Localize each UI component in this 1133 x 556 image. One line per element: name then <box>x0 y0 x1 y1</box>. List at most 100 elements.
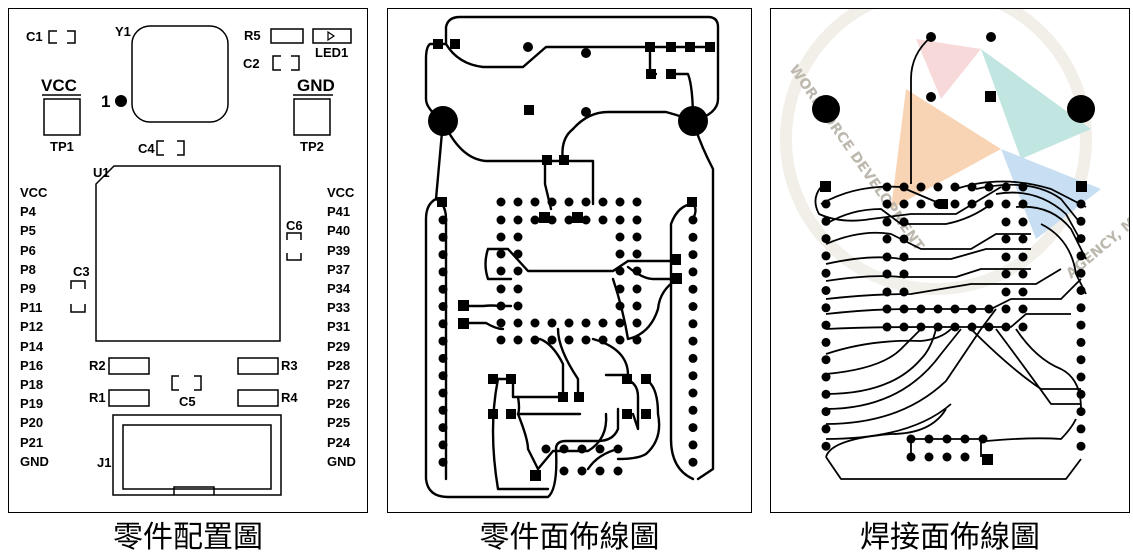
socket-hole <box>615 335 625 345</box>
socket-hole <box>632 249 642 259</box>
header-hole <box>688 388 698 398</box>
left-pin-label: P20 <box>20 415 44 431</box>
socket-hole <box>916 182 926 192</box>
socket-hole <box>632 318 642 328</box>
right-pin-label: GND <box>327 453 356 469</box>
socket-hole <box>1018 287 1028 297</box>
socket-hole <box>513 284 523 294</box>
socket-hole <box>967 322 977 332</box>
socket-hole <box>547 318 557 328</box>
header-hole <box>1076 303 1086 313</box>
left-pin-label: P16 <box>20 357 44 373</box>
socket-hole <box>899 252 909 262</box>
socket-hole <box>1001 252 1011 262</box>
socket-hole <box>899 217 909 227</box>
socket-hole <box>581 335 591 345</box>
right-pin-label: P33 <box>327 300 351 316</box>
connector-hole <box>942 452 952 462</box>
socket-hole <box>496 335 506 345</box>
r2-label: R2 <box>89 358 106 373</box>
socket-hole <box>615 232 625 242</box>
y1-outline <box>131 25 229 123</box>
c5-label: C5 <box>179 394 196 409</box>
header-hole <box>821 234 831 244</box>
header-hole <box>821 337 831 347</box>
socket-hole <box>882 269 892 279</box>
component-side-holes <box>438 197 698 476</box>
socket-hole <box>632 335 642 345</box>
socket-hole <box>899 322 909 332</box>
connector-hole <box>559 444 569 454</box>
socket-hole <box>581 197 591 207</box>
socket-hole <box>547 197 557 207</box>
socket-hole <box>933 182 943 192</box>
socket-hole <box>916 322 926 332</box>
component-side-traces <box>424 15 720 499</box>
connector-hole <box>924 452 934 462</box>
socket-hole <box>513 266 523 276</box>
header-hole <box>438 405 448 415</box>
connector-hole <box>942 434 952 444</box>
socket-hole <box>899 304 909 314</box>
socket-hole <box>882 304 892 314</box>
socket-hole <box>1018 234 1028 244</box>
solder-side-holes <box>821 182 1086 462</box>
header-hole <box>438 284 448 294</box>
led1-outline <box>312 28 352 44</box>
header-hole <box>688 284 698 294</box>
socket-hole <box>615 215 625 225</box>
right-pin-label: P29 <box>327 338 351 354</box>
socket-hole <box>967 304 977 314</box>
connector-hole <box>906 452 916 462</box>
c6-outline <box>286 232 302 261</box>
socket-hole <box>950 199 960 209</box>
socket-hole <box>632 301 642 311</box>
r5-outline <box>270 28 304 44</box>
socket-hole <box>950 322 960 332</box>
socket-hole <box>632 284 642 294</box>
led1-label: LED1 <box>315 45 349 60</box>
header-hole <box>821 286 831 295</box>
socket-hole <box>513 318 523 328</box>
r1-outline <box>108 389 150 407</box>
component-side-pads <box>428 39 715 481</box>
socket-hole <box>496 249 506 259</box>
r3-label: R3 <box>281 358 298 373</box>
header-hole <box>1076 407 1086 417</box>
connector-hole <box>924 434 934 444</box>
right-pin-label: P37 <box>327 261 351 277</box>
tp2-outline <box>293 98 331 136</box>
header-hole <box>1076 337 1086 347</box>
right-pin-label: P41 <box>327 204 351 220</box>
socket-hole <box>984 322 994 332</box>
socket-hole <box>513 197 523 207</box>
gnd-label: GND <box>297 76 335 95</box>
connector-hole <box>577 444 587 454</box>
header-hole <box>688 457 698 467</box>
socket-hole <box>1001 269 1011 279</box>
header-hole <box>1076 355 1086 365</box>
connector-hole <box>906 434 916 444</box>
socket-hole <box>530 197 540 207</box>
header-hole <box>438 319 448 329</box>
socket-hole <box>933 322 943 332</box>
socket-hole <box>564 318 574 328</box>
socket-hole <box>513 301 523 311</box>
header-hole <box>438 440 448 450</box>
socket-hole <box>1018 252 1028 262</box>
socket-hole <box>513 215 523 225</box>
socket-hole <box>882 182 892 192</box>
header-hole <box>821 251 831 261</box>
right-pin-label: P39 <box>327 242 351 258</box>
left-pin-label: P8 <box>20 261 36 277</box>
socket-hole <box>1018 304 1028 314</box>
tp1-outline <box>43 98 81 136</box>
socket-hole <box>513 249 523 259</box>
left-pin-label: VCC <box>20 185 48 200</box>
socket-hole <box>598 215 608 225</box>
header-hole <box>821 355 831 365</box>
c1-label: C1 <box>26 29 43 44</box>
c5-outline <box>171 375 202 391</box>
right-pin-label: P34 <box>327 281 351 296</box>
header-hole <box>1076 199 1086 209</box>
